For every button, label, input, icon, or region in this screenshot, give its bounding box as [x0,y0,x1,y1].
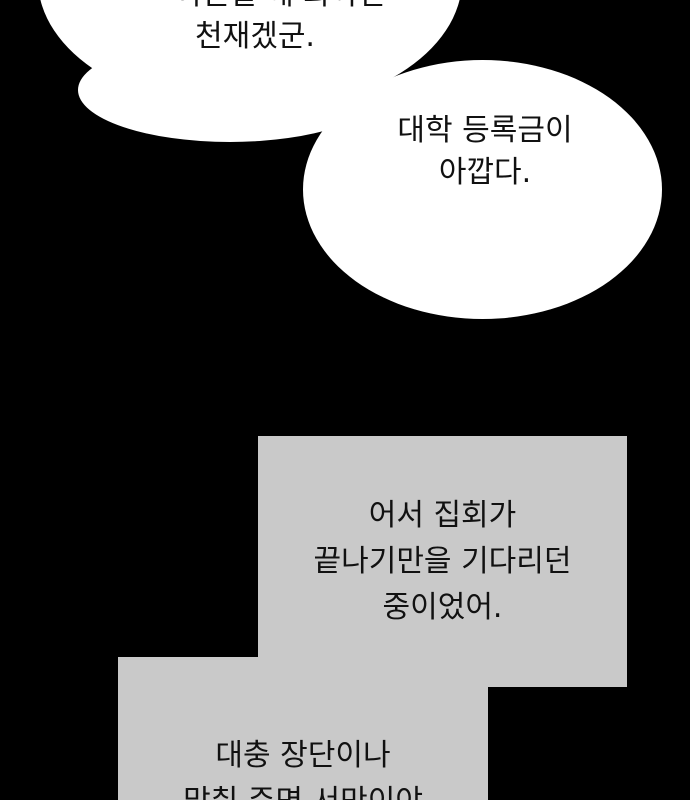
speech-bubble-middle-text: 대학 등록금이 아깝다. [355,110,615,194]
caption-2-line-1: 대충 장단이나 [215,738,391,773]
caption-1-line-3: 중이었어. [382,590,503,625]
caption-box-connector [258,657,627,687]
speech-bubble-middle-line-1: 대학 등록금이 [397,113,573,148]
speech-bubble-middle [305,62,660,317]
caption-1-line-2: 끝나기만을 기다리던 [313,544,572,579]
caption-box-1 [258,436,627,686]
speech-bubble-middle-line-2: 아깝다. [438,155,532,190]
caption-1-text: 어서 집회가 끝나기만을 기다리던 중이었어. [258,493,627,631]
speech-bubble-top-line-1: 어떤걸 해 봐야만 [150,0,410,16]
speech-bubble-top-line-2: 천재겠군. [195,19,315,54]
caption-1-line-1: 어서 집회가 [368,498,517,533]
caption-2-text: 대충 장단이나 맞춰 주면 서만이야 [118,733,488,800]
caption-2-line-2: 맞춰 주면 서만이야 [118,779,488,800]
